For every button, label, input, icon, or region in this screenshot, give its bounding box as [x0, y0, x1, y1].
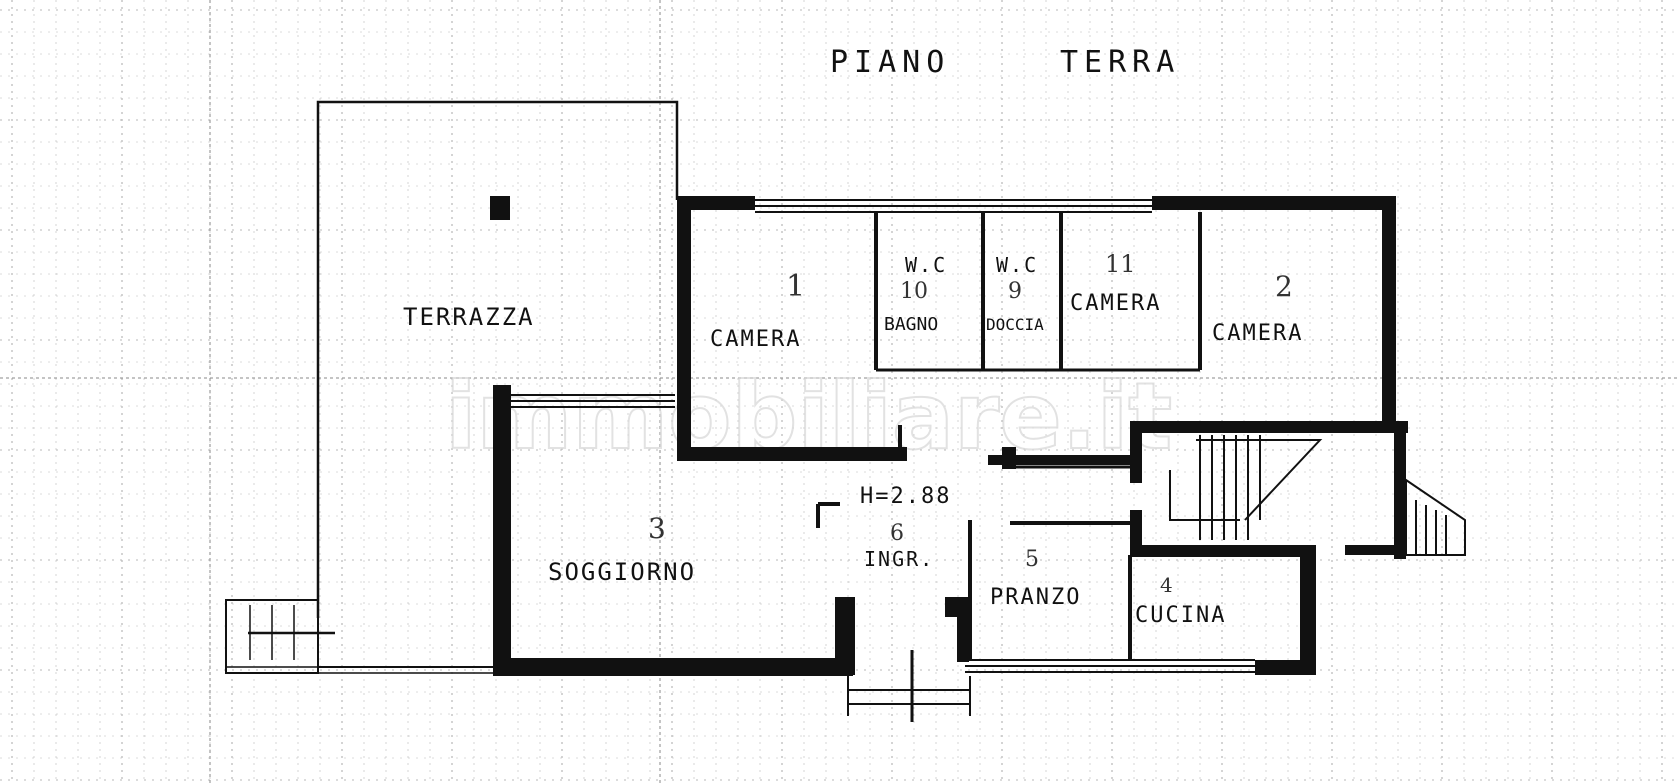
number-wc-bagno: 10 [900, 279, 928, 304]
number-camera-1: 1 [786, 269, 805, 304]
title-piano: PIANO [830, 45, 950, 80]
staircase [1169, 435, 1323, 540]
number-camera-2: 2 [1275, 270, 1293, 303]
exterior-walls [493, 196, 1408, 676]
number-soggiorno: 3 [648, 512, 666, 545]
interior-walls [816, 212, 1202, 660]
number-cucina: 4 [1160, 573, 1173, 597]
label-camera-11: CAMERA [1070, 291, 1161, 316]
height-note: H=2.88 [860, 484, 951, 509]
label-pranzo: PRANZO [990, 585, 1081, 610]
number-pranzo: 5 [1025, 547, 1039, 572]
windows [318, 199, 1391, 673]
exterior-stairs [847, 478, 1466, 722]
label-camera-1: CAMERA [710, 327, 801, 352]
label-wc-doccia: W.C [996, 253, 1038, 277]
door-jambs [835, 447, 1016, 662]
title-terra: TERRA [1060, 45, 1180, 80]
number-wc-doccia: 9 [1008, 279, 1022, 304]
label-bagno: BAGNO [884, 314, 938, 335]
label-ingr: INGR. [864, 547, 934, 571]
terrace-steps [248, 605, 335, 660]
label-doccia: DOCCIA [986, 315, 1044, 334]
label-camera-2: CAMERA [1212, 321, 1303, 346]
label-soggiorno: SOGGIORNO [548, 558, 696, 586]
number-camera-11: 11 [1105, 250, 1136, 278]
label-cucina: CUCINA [1135, 603, 1226, 628]
terrace-drain-mark [490, 196, 510, 220]
number-ingr: 6 [890, 521, 904, 546]
label-wc-bagno: W.C [905, 253, 947, 277]
label-terrazza: TERRAZZA [403, 303, 535, 331]
